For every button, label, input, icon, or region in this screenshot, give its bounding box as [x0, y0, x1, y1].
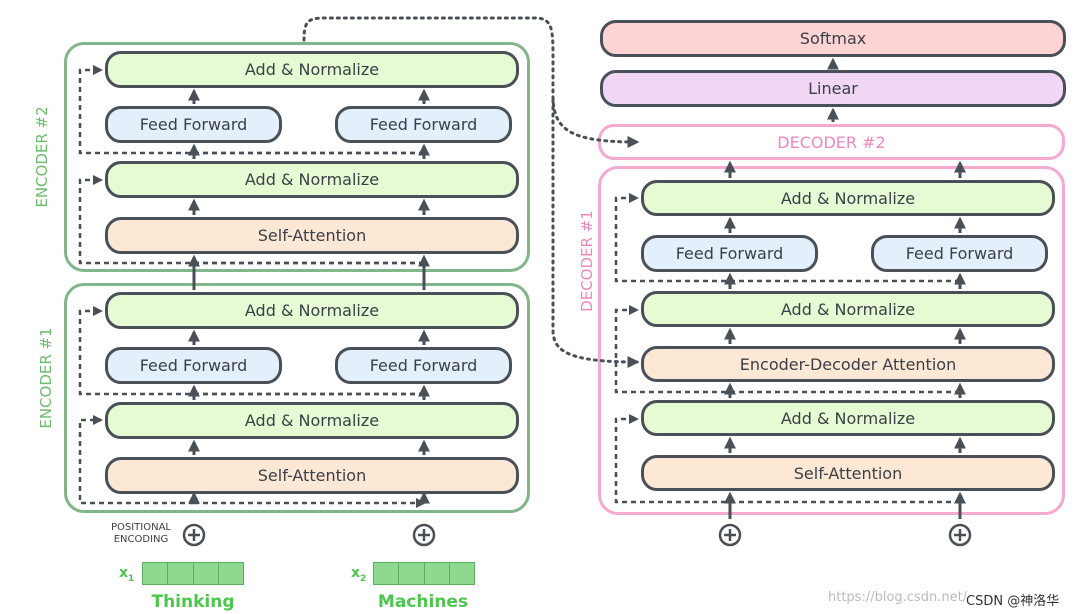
decoder-1-add-normalize-bottom: Add & Normalize [641, 400, 1055, 436]
encoder-2-feed-forward-2: Feed Forward [335, 106, 512, 143]
x2-embedding-vector [373, 562, 475, 585]
encoder-2-add-normalize-top: Add & Normalize [105, 51, 519, 88]
x1-embedding-vector [142, 562, 244, 585]
encoder-2-self-attention: Self-Attention [105, 217, 519, 254]
x1-symbol: x1 [119, 565, 135, 584]
decoder-1-enc-dec-attention: Encoder-Decoder Attention [641, 346, 1055, 382]
decoder-1-feed-forward-2: Feed Forward [871, 235, 1048, 272]
decoder-1-add-normalize-middle: Add & Normalize [641, 291, 1055, 327]
watermark-url: https://blog.csdn.net/ [828, 590, 968, 605]
encoder-1-feed-forward-2: Feed Forward [335, 347, 512, 384]
encoder-2-add-normalize-bottom: Add & Normalize [105, 161, 519, 198]
word-thinking: Thinking [151, 592, 235, 612]
positional-encoding-label: POSITIONAL ENCODING [110, 522, 172, 545]
word-machines: Machines [377, 592, 469, 612]
decoder-2-label: DECODER #2 [777, 132, 886, 152]
encoder-1-frame [64, 283, 530, 513]
softmax-box: Softmax [600, 20, 1066, 57]
watermark-credit: CSDN @神洛华 [966, 594, 1060, 609]
linear-box: Linear [600, 70, 1066, 107]
encoder-1-add-normalize-top: Add & Normalize [105, 292, 519, 329]
decoder-1-frame [598, 166, 1065, 515]
encoder-1-add-normalize-bottom: Add & Normalize [105, 402, 519, 439]
x2-symbol: x2 [351, 565, 367, 584]
encoder-2-feed-forward-1: Feed Forward [105, 106, 282, 143]
decoder-1-add-normalize-top: Add & Normalize [641, 180, 1055, 216]
decoder-1-self-attention: Self-Attention [641, 455, 1055, 491]
encoder-1-feed-forward-1: Feed Forward [105, 347, 282, 384]
decoder-1-feed-forward-1: Feed Forward [641, 235, 818, 272]
encoder-2-frame [64, 42, 530, 272]
decoder-2-box: DECODER #2 [598, 124, 1065, 160]
encoder-1-self-attention: Self-Attention [105, 457, 519, 494]
